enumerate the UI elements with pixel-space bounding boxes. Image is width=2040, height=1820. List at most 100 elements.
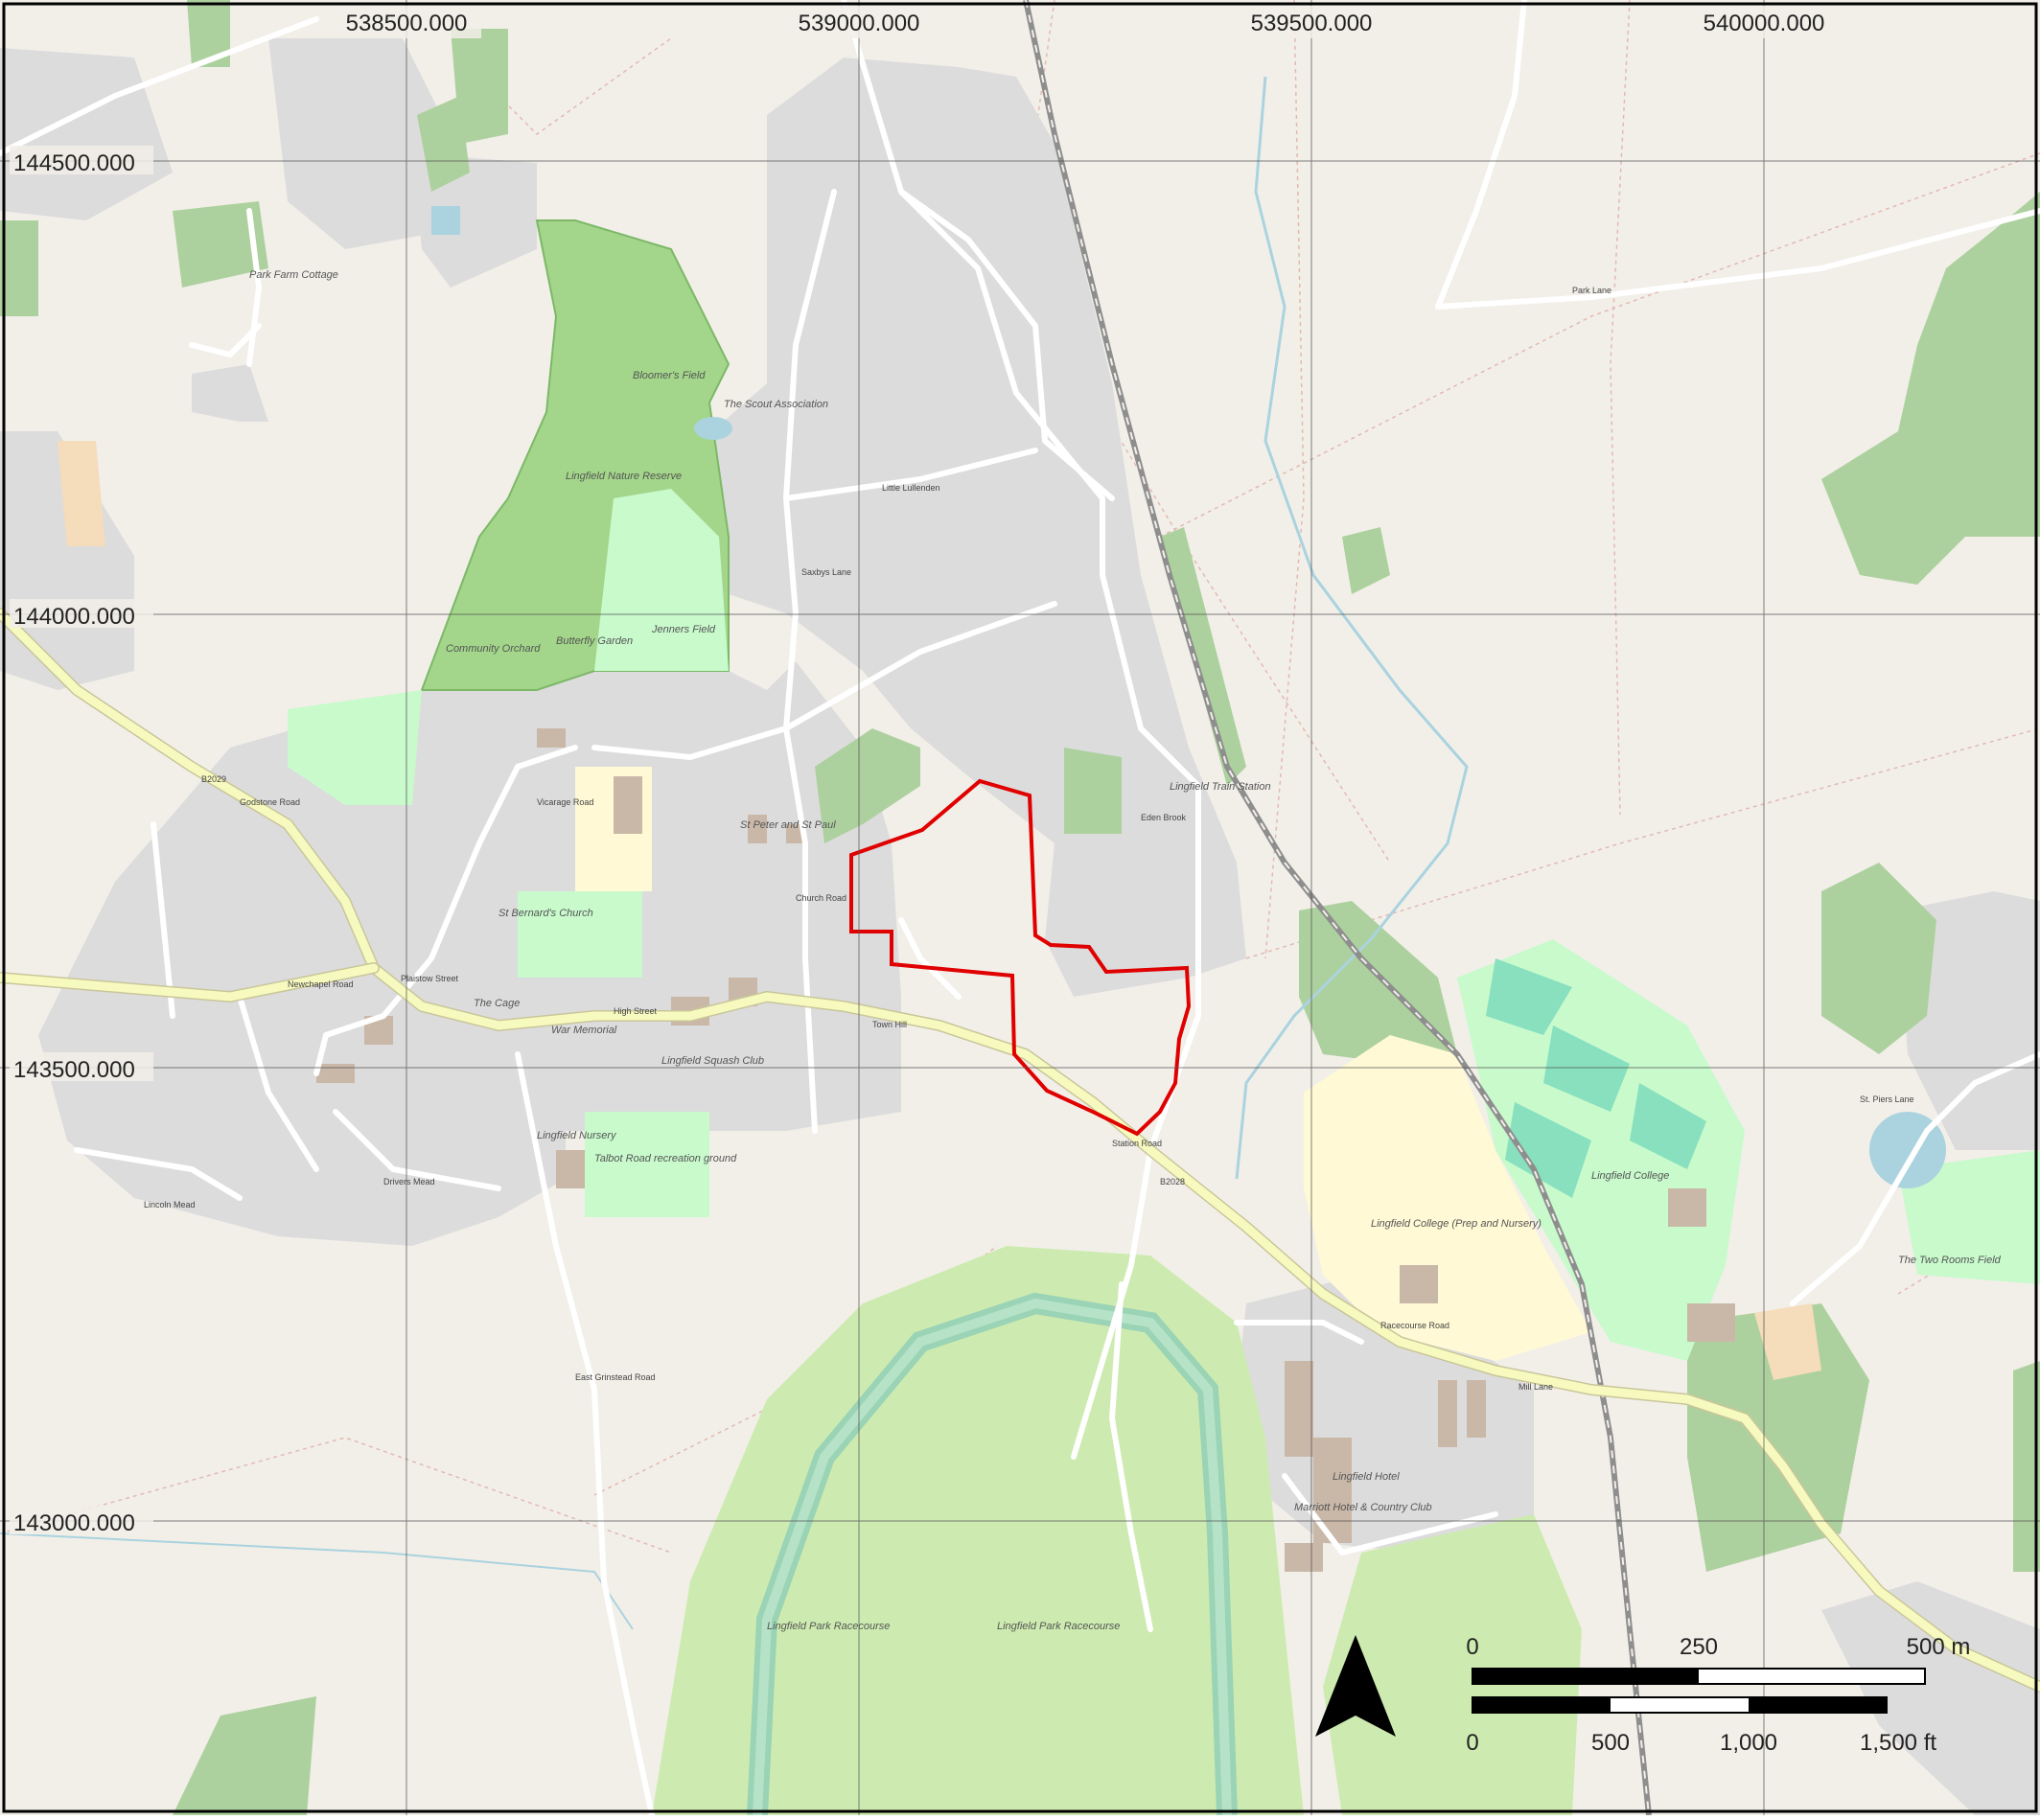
easting-label: 538500.000 [346,11,468,36]
road-b2029 [0,609,2040,1692]
scale-imperial-label: 500 [1591,1730,1630,1756]
park-centre [518,891,642,978]
road [1282,1473,1498,1555]
label-mill-lane: Mill Lane [1518,1382,1553,1392]
label-the-scout: The Scout Association [724,399,828,410]
northing-label: 143000.000 [13,1510,135,1536]
road [783,726,818,1134]
easting-label: 539500.000 [1251,11,1373,36]
label-station-road: Station Road [1112,1139,1162,1148]
the-two-rooms-field [1898,1150,2040,1284]
label-lincoln-mead: Lincoln Mead [144,1200,196,1209]
label-church-road: Church Road [796,893,846,903]
northing-label: 144000.000 [13,604,135,630]
wood-rail-2 [1299,901,1457,1064]
road [898,189,1201,1460]
label-park-lane: Park Lane [1572,286,1611,295]
wood-centre-dark [1064,748,1122,834]
label-lingfield-hotel: Lingfield Hotel [1333,1471,1400,1483]
label-racecourse: Lingfield Park Racecourse [767,1621,890,1632]
label-b2029: B2029 [201,774,226,784]
building [1668,1188,1706,1227]
road [333,1109,501,1191]
wood-rail-strip [1160,527,1246,786]
scale-imperial-label: 1,500 ft [1860,1730,1936,1756]
wood-nw-3 [451,29,508,144]
road [1435,208,2040,310]
map-labels: Bloomer's Field Lingfield Nature Reserve… [144,269,2002,1632]
label-butterfly-garden: Butterfly Garden [556,635,633,647]
scale-metric-label: 500 m [1907,1634,1971,1660]
label-b2028: B2028 [1160,1177,1185,1186]
northing-label: 143500.000 [13,1057,135,1083]
residential-southeast [1821,1581,2040,1815]
wood-east-2 [1821,863,1936,1054]
label-park-farm: Park Farm Cottage [249,269,338,281]
label-train-station: Lingfield Train Station [1170,781,1271,793]
building [556,1150,585,1188]
pitch-4 [1630,1083,1706,1169]
label-town-hill: Town Hill [872,1020,907,1029]
label-drivers-mead: Drivers Mead [383,1177,435,1186]
farm-yard [58,441,105,546]
road [74,1147,243,1201]
building [748,815,767,843]
road-newchapel [0,963,379,1002]
road [783,448,1038,501]
pitch-3 [1505,1102,1591,1198]
label-eden-brook: Eden Brook [1141,813,1187,822]
pond [694,417,732,440]
label-vicarage-road: Vicarage Road [537,797,593,807]
label-lingfield-nursery: Lingfield Nursery [537,1130,617,1141]
racecourse-track-inner [753,1298,1232,1816]
building [1285,1543,1323,1572]
park-west [288,690,422,805]
pool [431,206,460,235]
road [151,821,175,1019]
label-east-grinstead-road: East Grinstead Road [575,1372,656,1382]
road [313,745,578,1076]
label-war-memorial: War Memorial [551,1025,617,1036]
road [246,208,262,367]
label-recreation-ground: Talbot Road recreation ground [594,1153,737,1164]
wood-far-east-edge [2013,1361,2040,1572]
north-arrow-icon [1315,1635,1396,1737]
racecourse [652,1246,1304,1816]
wood-east-3 [1687,1303,1869,1572]
road [0,16,319,156]
road [237,994,319,1172]
grid-labels: 538500.000 539000.000 539500.000 540000.… [10,6,1839,1536]
college-prep-grounds [1304,1035,1591,1361]
wood-north [1342,527,1390,594]
label-nature-reserve: Lingfield Nature Reserve [566,471,682,482]
residential-north-centre [412,153,537,288]
easting-label: 540000.000 [1704,11,1825,36]
secondary-roads [0,608,2040,1693]
label-st-peter: St Peter and St Paul [740,819,836,831]
label-newchapel-road: Newchapel Road [288,979,354,989]
building [1400,1265,1438,1303]
building [614,776,642,834]
label-squash-club: Lingfield Squash Club [661,1055,764,1067]
stream-south [0,1532,634,1630]
label-st-bernards: St Bernard's Church [498,908,593,919]
residential-east [1898,891,2040,1150]
building [316,1064,355,1083]
road [1435,0,1527,310]
label-saxbys-lane: Saxbys Lane [801,567,851,577]
scale-imperial-label: 0 [1466,1730,1478,1756]
stream [1235,76,1469,1180]
label-the-cage: The Cage [474,998,520,1009]
residential-northwest [268,38,451,249]
railway-line-dash [1025,0,1650,1816]
road [841,0,1115,501]
label-godstone-road: Godstone Road [240,797,300,807]
scale-metric-segment [1472,1669,1699,1684]
label-little-lullenden: Little Lullenden [882,483,940,493]
label-bloomers-field: Bloomer's Field [633,370,706,381]
lingfield-college-grounds [1457,939,1745,1361]
